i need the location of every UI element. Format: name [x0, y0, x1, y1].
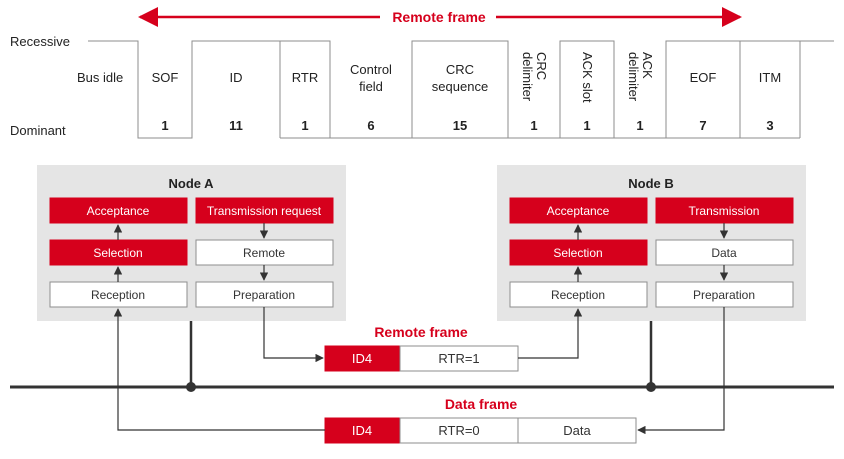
node-a-request-label: Transmission request [207, 204, 322, 218]
node-a-bus-junction [186, 382, 196, 392]
node-b-reception-box [509, 281, 648, 308]
node-a-preparation-label: Preparation [233, 288, 295, 302]
recessive-label: Recessive [10, 34, 70, 49]
bit-count: 6 [367, 118, 374, 133]
data-frame-message: Data frame ID4 RTR=0 Data [324, 396, 637, 444]
bit-field-label: ACKdelimiter [626, 52, 655, 102]
bit-field-label: RTR [292, 70, 318, 85]
bit-count: 15 [453, 118, 467, 133]
bit-field-label: ACK slot [580, 52, 595, 103]
bit-field-label: EOF [690, 70, 717, 85]
node-b-reception-label: Reception [551, 288, 605, 302]
node-a-title: Node A [168, 176, 214, 191]
node-b-acceptance-label: Acceptance [547, 204, 610, 218]
node-b-preparation-label: Preparation [693, 288, 755, 302]
arrow-a-prep-to-remote-frame [263, 307, 324, 363]
data-frame-rtr-label: RTR=0 [438, 423, 479, 438]
bit-count: 11 [229, 118, 243, 133]
node-b-transmission-label: Transmission [689, 204, 760, 218]
bit-count: 1 [636, 118, 643, 133]
remote-frame-rtr-label: RTR=1 [438, 351, 479, 366]
node-b-data-label: Data [711, 246, 737, 260]
bit-count: 7 [699, 118, 706, 133]
node-a-acceptance-box [49, 197, 188, 224]
data-frame-id-box [324, 417, 401, 444]
bit-field-label: CRCdelimiter [520, 52, 549, 102]
node-a-reception-box [49, 281, 188, 308]
arrow-data-frame-to-a-reception [113, 308, 325, 431]
data-frame-title: Data frame [445, 396, 518, 412]
bit-field-label: SOF [152, 70, 179, 85]
node-b-preparation-box [655, 281, 794, 308]
bit-field-label: ID [230, 70, 243, 85]
data-frame-data-box [517, 417, 637, 444]
node-b: Node B Acceptance Selection Reception Tr… [497, 165, 806, 321]
node-a-remote-label: Remote [243, 246, 285, 260]
bit-count: 1 [583, 118, 590, 133]
node-a-reception-label: Reception [91, 288, 145, 302]
data-frame-data-label: Data [563, 423, 591, 438]
bit-frame [88, 40, 834, 139]
data-frame-rtr-box [399, 417, 519, 444]
node-a-request-box [195, 197, 334, 224]
node-b-data-box [655, 239, 794, 266]
bit-count: 1 [301, 118, 308, 133]
node-b-acceptance-box [509, 197, 648, 224]
arrow-b-prep-to-data-frame [637, 307, 725, 435]
bus-idle-label: Bus idle [77, 70, 123, 85]
node-b-selection-label: Selection [553, 246, 602, 260]
node-b-title: Node B [628, 176, 674, 191]
bit-field-label: ITM [759, 70, 781, 85]
bit-count: 3 [766, 118, 773, 133]
banner-title: Remote frame [392, 9, 486, 25]
node-a: Node A Acceptance Selection Reception Tr… [37, 165, 346, 321]
remote-frame-message: Remote frame ID4 RTR=1 [324, 324, 519, 372]
arrow-remote-frame-to-b-reception [518, 308, 583, 359]
bit-count: 1 [161, 118, 168, 133]
node-a-selection-label: Selection [93, 246, 142, 260]
remote-frame-id-box [324, 345, 401, 372]
node-b-transmission-box [655, 197, 794, 224]
data-frame-id-label: ID4 [352, 423, 372, 438]
bit-count: 1 [530, 118, 537, 133]
node-a-acceptance-label: Acceptance [87, 204, 150, 218]
remote-frame-id-label: ID4 [352, 351, 372, 366]
node-b-bus-junction [646, 382, 656, 392]
dominant-label: Dominant [10, 123, 66, 138]
remote-frame-banner: Remote frame [138, 7, 742, 27]
remote-frame-title: Remote frame [374, 324, 468, 340]
